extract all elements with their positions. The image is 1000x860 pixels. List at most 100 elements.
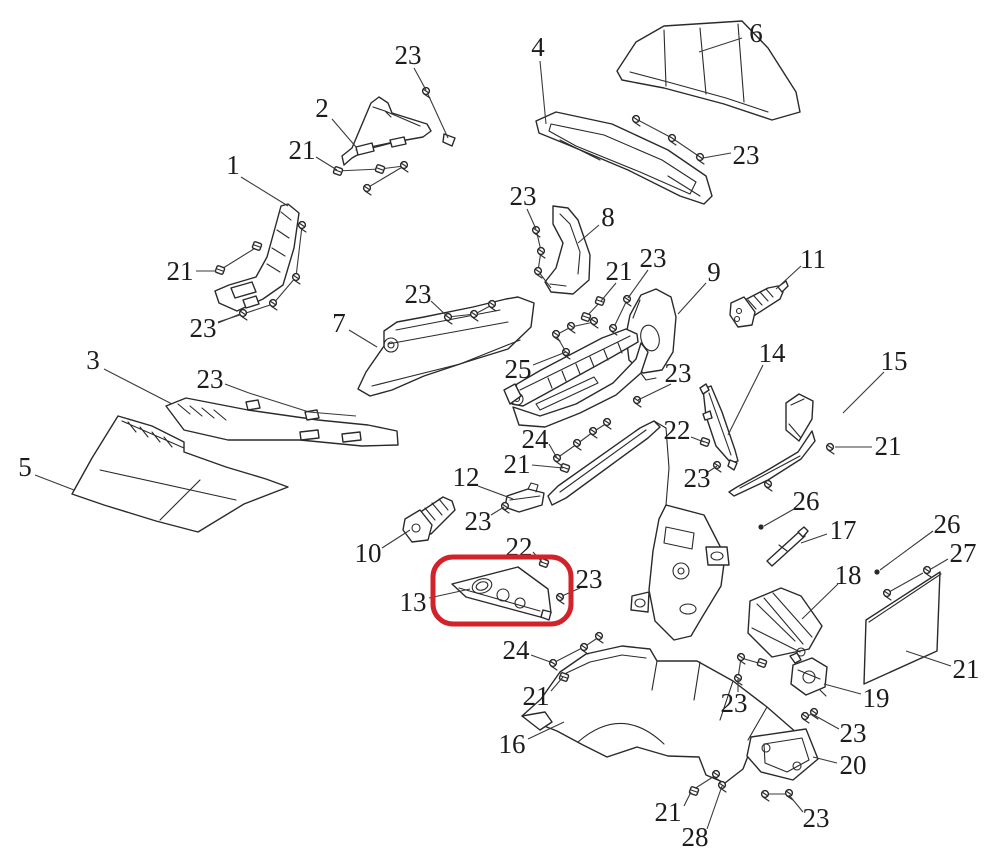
part-callout-21-41: 21	[905, 650, 980, 684]
part-20-drawing	[746, 728, 819, 781]
callout-number: 21	[504, 449, 531, 479]
callout-number: 17	[830, 515, 857, 545]
clip-icon	[756, 658, 768, 668]
callout-leader-line	[430, 300, 449, 318]
part-callout-14-20: 14	[727, 338, 787, 436]
screw-icon	[588, 426, 598, 439]
callout-leader-line	[706, 785, 723, 830]
part-4-drawing	[535, 111, 713, 205]
part-callout-21-48: 21	[655, 791, 692, 827]
callout-number: 23	[465, 506, 492, 536]
callout-leader-line	[637, 383, 672, 401]
part-callout-20-47: 20	[812, 750, 867, 780]
callout-leader-line	[531, 464, 564, 469]
callout-leader-line	[727, 364, 764, 436]
clip-icon	[580, 312, 592, 322]
fastener-chain-line	[336, 165, 405, 172]
part-callout-10-35: 10	[355, 529, 411, 568]
screw-icon	[238, 308, 248, 321]
mid-deck-drawing	[503, 328, 649, 428]
part-callout-21-25: 21	[835, 431, 902, 461]
part-callout-23-31: 23	[465, 506, 505, 536]
part-3-drawing	[165, 397, 399, 447]
callout-leader-line	[34, 474, 75, 491]
part-callout-3-17: 3	[86, 345, 173, 405]
screw-icon	[552, 453, 562, 466]
screw-icon	[736, 652, 746, 665]
part-callout-12-28: 12	[453, 462, 514, 500]
screw-icon	[594, 631, 604, 644]
part-callout-18-37: 18	[801, 560, 862, 620]
callout-number: 14	[759, 338, 787, 368]
callout-number: 6	[749, 18, 763, 48]
callout-leader-line	[811, 713, 840, 730]
part-callout-11-9: 11	[775, 244, 826, 290]
callout-leader-line	[348, 329, 378, 348]
part-callout-21-4: 21	[289, 135, 338, 171]
screw-icon	[551, 329, 561, 342]
callout-leader-line	[477, 485, 514, 500]
callout-number: 23	[576, 564, 603, 594]
fastener-chain-line	[888, 572, 924, 593]
screw-icon	[711, 769, 721, 782]
callout-number: 23	[510, 181, 537, 211]
highlight-box-part-13	[430, 554, 574, 627]
callout-leader-line	[548, 443, 558, 459]
part-callout-21-27: 21	[504, 449, 564, 479]
part-18-drawing	[747, 587, 823, 658]
callout-number: 23	[395, 40, 422, 70]
screw-icon	[695, 152, 705, 165]
screw-icon	[922, 565, 932, 578]
callout-number: 3	[86, 345, 100, 375]
callout-number: 18	[835, 560, 862, 590]
screw-icon	[572, 438, 582, 451]
callout-number: 23	[684, 463, 711, 493]
screw-icon	[531, 225, 541, 238]
callout-leader-line	[527, 721, 565, 740]
screw-icon	[566, 321, 576, 334]
callout-number: 23	[733, 140, 760, 170]
dot-icon	[874, 569, 880, 575]
screw-icon	[631, 114, 641, 127]
fastener-chain-line	[556, 422, 608, 459]
callout-number: 7	[332, 308, 346, 338]
part-callout-23-14: 23	[405, 279, 449, 318]
callout-leader-line	[526, 208, 537, 230]
callout-leader-line	[600, 282, 617, 302]
part-callout-28-50: 28	[682, 785, 723, 852]
part-5-drawing	[71, 415, 289, 533]
callout-number: 23	[803, 803, 830, 833]
callout-leader-line	[331, 118, 357, 148]
part-callout-23-0: 23	[395, 40, 427, 91]
callout-number: 10	[355, 538, 382, 568]
part-callout-6-2: 6	[698, 18, 763, 53]
screw-icon	[602, 417, 612, 430]
screw-icon	[487, 299, 497, 312]
screw-icon	[555, 592, 565, 605]
part-callout-13-39: 13	[400, 587, 471, 617]
callout-leader-line	[812, 756, 838, 764]
part-callout-22-23: 22	[664, 415, 705, 445]
callout-number: 11	[800, 244, 826, 274]
callout-number: 19	[863, 683, 890, 713]
callout-leader-line	[683, 791, 692, 807]
screw-icon	[608, 323, 618, 336]
screw-icon	[825, 442, 835, 455]
callout-number: 20	[840, 750, 867, 780]
callout-number: 21	[606, 256, 633, 286]
part-callout-23-11: 23	[627, 243, 667, 299]
part-6-drawing	[616, 20, 801, 121]
screw-icon	[882, 588, 892, 601]
clip-icon	[699, 437, 711, 447]
fastener-chain-line	[219, 246, 258, 271]
screw-icon	[763, 479, 773, 492]
screw-icon	[667, 133, 677, 146]
callout-leader-line	[763, 508, 795, 527]
part-callout-23-7: 23	[510, 181, 537, 230]
fastener-chain-line	[248, 392, 357, 417]
callout-number: 2	[315, 93, 329, 123]
callout-number: 21	[953, 654, 980, 684]
dot-icon	[758, 524, 764, 530]
screw-icon	[297, 220, 307, 233]
callout-leader-line	[413, 67, 427, 91]
